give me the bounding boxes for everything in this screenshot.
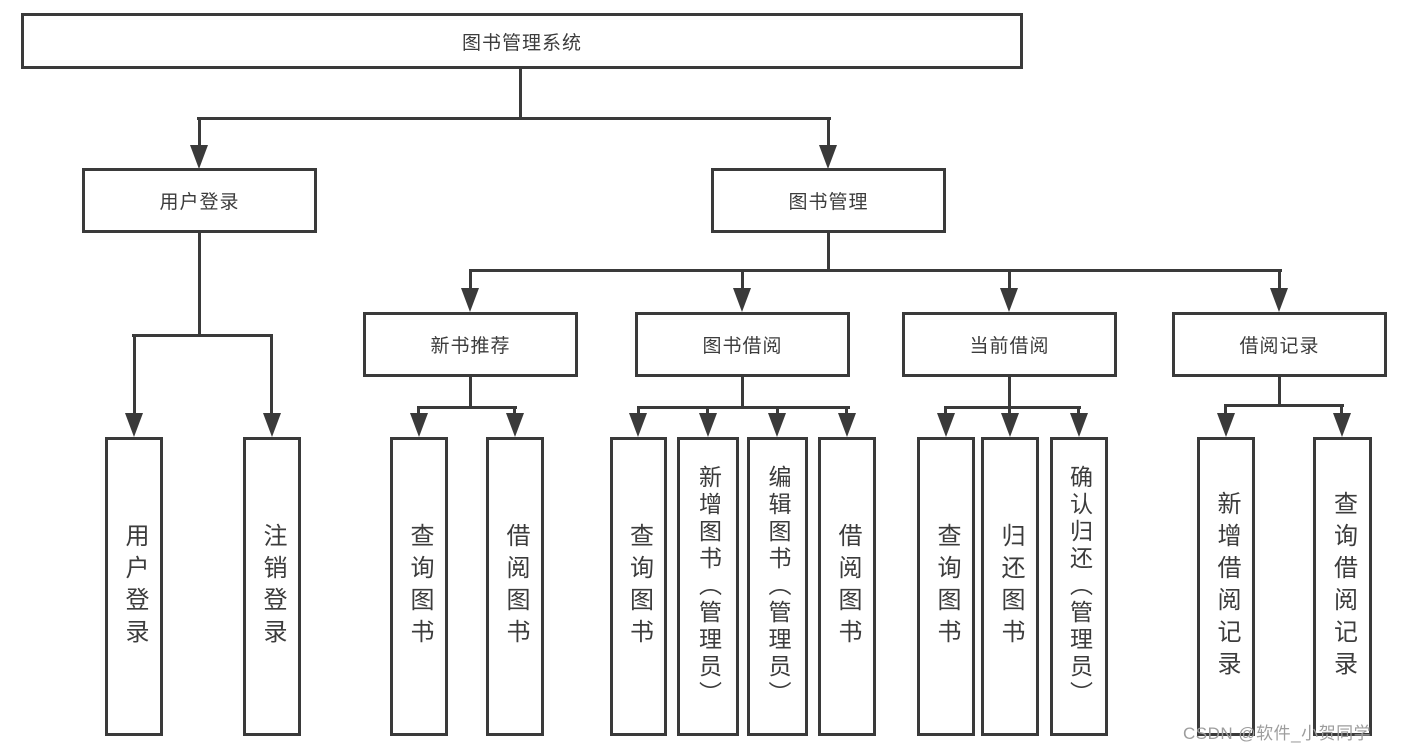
connector-drop-br-add [1224,404,1227,416]
connector-drop-nbr-borrow [513,406,516,416]
arrow-current-borrow-icon [1000,288,1018,312]
arrow-bb-edit-icon [768,413,786,437]
connector-drop-user-login [198,117,201,147]
leaf-bb-borrow-books: 借阅图书 [818,437,876,736]
arrow-book-mgmt-icon [819,145,837,169]
leaf-bb-add-books-admin-label: 新增图书（管理员） [695,465,722,708]
csdn-watermark: CSDN @软件_小贺同学 [1183,724,1372,743]
connector-user-login-stem [198,233,201,337]
arrow-bb-borrow-icon [838,413,856,437]
leaf-br-query-record-label: 查询借阅记录 [1329,490,1357,683]
connector-drop-borrow-record [1278,269,1281,293]
connector-drop-bb-borrow [845,406,848,416]
connector-drop-book-mgmt [827,117,830,147]
connector-book-mgmt-stem [827,233,830,272]
connector-new-book-rec-bus [417,406,517,409]
leaf-br-query-record: 查询借阅记录 [1313,437,1372,736]
connector-drop-leaf-logout [270,334,273,415]
leaf-bb-query-books-label: 查询图书 [625,522,653,651]
node-book-borrow: 图书借阅 [635,312,850,377]
leaf-cb-return-books: 归还图书 [981,437,1039,736]
connector-level3-bus [469,269,1282,272]
leaf-logout-label: 注销登录 [259,522,286,651]
node-borrow-record-label: 借阅记录 [1239,336,1320,357]
connector-book-borrow-bus [637,406,850,409]
node-root-label: 图书管理系统 [461,32,582,54]
connector-user-login-bus [132,334,273,337]
node-current-borrow-label: 当前借阅 [969,336,1050,357]
arrow-nbr-borrow-icon [506,413,524,437]
connector-drop-book-borrow [741,269,744,293]
arrow-cb-query-icon [937,413,955,437]
leaf-logout: 注销登录 [243,437,301,736]
arrow-br-add-icon [1217,413,1235,437]
connector-drop-bb-edit [776,406,779,416]
leaf-bb-edit-books-admin-label: 编辑图书（管理员） [765,465,791,708]
leaf-br-add-record: 新增借阅记录 [1197,437,1255,736]
connector-borrow-record-bus [1224,404,1344,407]
arrow-leaf-logout-icon [263,413,281,437]
connector-drop-new-book-rec [469,269,472,293]
node-user-login: 用户登录 [82,168,317,233]
connector-new-book-rec-stem [469,377,472,409]
leaf-cb-confirm-return-admin: 确认归还（管理员） [1050,437,1108,736]
arrow-cb-confirm-icon [1070,413,1088,437]
connector-level2-bus [197,117,831,120]
connector-drop-bb-add [706,406,709,416]
connector-borrow-record-stem [1278,377,1281,407]
connector-drop-current-borrow [1008,269,1011,293]
leaf-bb-edit-books-admin: 编辑图书（管理员） [747,437,808,736]
connector-book-borrow-stem [741,377,744,409]
leaf-nbr-borrow-books: 借阅图书 [486,437,544,736]
leaf-bb-query-books: 查询图书 [610,437,667,736]
connector-drop-br-query [1340,404,1343,416]
leaf-user-login: 用户登录 [105,437,163,736]
leaf-br-add-record-label: 新增借阅记录 [1213,490,1240,683]
leaf-cb-query-books-label: 查询图书 [933,522,960,651]
leaf-cb-query-books: 查询图书 [917,437,975,736]
arrow-br-query-icon [1333,413,1351,437]
arrow-book-borrow-icon [733,288,751,312]
node-user-login-label: 用户登录 [159,192,240,213]
connector-current-borrow-stem [1008,377,1011,409]
arrow-borrow-record-icon [1270,288,1288,312]
connector-drop-cb-query [944,406,947,416]
node-current-borrow: 当前借阅 [902,312,1117,377]
connector-root-stem [519,69,522,119]
leaf-cb-confirm-return-admin-label: 确认归还（管理员） [1066,465,1093,708]
leaf-user-login-label: 用户登录 [121,522,148,651]
leaf-cb-return-books-label: 归还图书 [997,522,1024,651]
leaf-nbr-borrow-books-label: 借阅图书 [502,522,529,651]
connector-drop-cb-confirm [1077,406,1080,416]
arrow-bb-query-icon [629,413,647,437]
node-book-mgmt: 图书管理 [711,168,946,233]
node-book-borrow-label: 图书借阅 [702,336,783,357]
leaf-nbr-query-books: 查询图书 [390,437,448,736]
node-new-book-rec: 新书推荐 [363,312,578,377]
connector-current-borrow-bus [944,406,1081,409]
leaf-nbr-query-books-label: 查询图书 [406,522,433,651]
connector-drop-bb-query [637,406,640,416]
arrow-user-login-icon [190,145,208,169]
connector-drop-nbr-query [417,406,420,416]
arrow-bb-add-icon [699,413,717,437]
arrow-nbr-query-icon [410,413,428,437]
arrow-new-book-rec-icon [461,288,479,312]
connector-drop-cb-return [1008,406,1011,416]
connector-drop-leaf-login [133,334,136,415]
arrow-leaf-login-icon [125,413,143,437]
node-root: 图书管理系统 [21,13,1023,69]
leaf-bb-borrow-books-label: 借阅图书 [834,522,861,651]
node-borrow-record: 借阅记录 [1172,312,1387,377]
node-book-mgmt-label: 图书管理 [788,192,869,213]
node-new-book-rec-label: 新书推荐 [430,336,511,357]
arrow-cb-return-icon [1001,413,1019,437]
leaf-bb-add-books-admin: 新增图书（管理员） [677,437,739,736]
